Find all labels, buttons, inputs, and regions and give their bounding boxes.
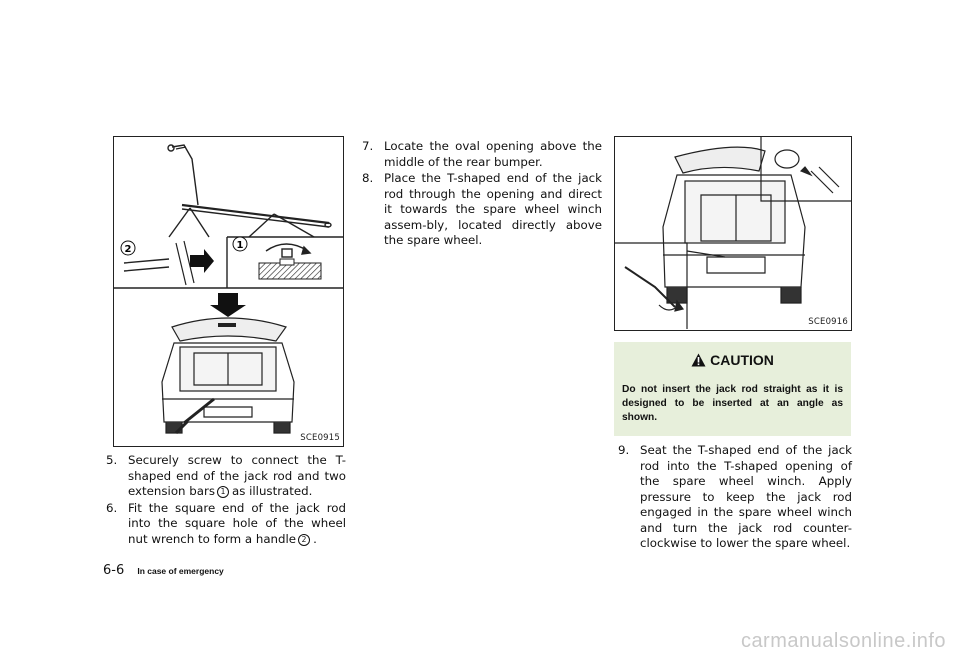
step-text: Securely screw to connect the T-shaped e… xyxy=(128,453,346,498)
jack-rod-insertion-illustration xyxy=(615,137,851,329)
step-text: Locate the oval opening above the middle… xyxy=(384,139,602,169)
steps-right: 9. Seat the T-shaped end of the jack rod… xyxy=(618,443,852,553)
jack-rod-assembly-illustration: 2 1 xyxy=(114,144,343,435)
figure-jack-rod-assembly: 2 1 SCE0915 xyxy=(113,136,344,447)
step-6: 6. Fit the square end of the jack rod in… xyxy=(106,501,346,548)
caution-text: Do not insert the jack rod straight as i… xyxy=(622,384,843,423)
figure-jack-rod-insertion: SCE0916 xyxy=(614,136,852,331)
step-9: 9. Seat the T-shaped end of the jack rod… xyxy=(618,443,852,552)
steps-left: 5. Securely screw to connect the T-shape… xyxy=(106,453,346,548)
step-7: 7. Locate the oval opening above the mid… xyxy=(362,139,602,170)
step-number: 5. xyxy=(106,453,118,467)
figure-code: SCE0916 xyxy=(808,317,848,327)
steps-middle: 7. Locate the oval opening above the mid… xyxy=(362,139,602,250)
page-number: 6-6 xyxy=(103,563,125,578)
caution-box: CAUTION Do not insert the jack rod strai… xyxy=(614,342,851,436)
page-footer: 6-6 In case of emergency xyxy=(103,559,224,578)
callout-2: 2 xyxy=(125,244,132,255)
step-number: 6. xyxy=(106,500,118,515)
step-text: Fit the square end of the jack rod into … xyxy=(128,500,346,546)
callout-1: 1 xyxy=(237,240,244,251)
step-text: Place the T-shaped end of the jack rod t… xyxy=(384,171,602,247)
ref-callout-2: 2 xyxy=(298,533,311,546)
step-number: 8. xyxy=(362,171,374,185)
figure-code: SCE0915 xyxy=(300,433,340,443)
step-5: 5. Securely screw to connect the T-shape… xyxy=(106,453,346,500)
section-title: In case of emergency xyxy=(137,566,224,576)
caution-heading: CAUTION xyxy=(710,352,774,368)
watermark: carmanualsonline.info xyxy=(740,630,946,652)
step-text-end: as illustrated. xyxy=(231,484,313,498)
warning-triangle-icon xyxy=(691,353,706,367)
step-number: 7. xyxy=(362,139,374,153)
step-number: 9. xyxy=(618,443,630,457)
ref-callout-1: 1 xyxy=(216,486,229,498)
step-8: 8. Place the T-shaped end of the jack ro… xyxy=(362,171,602,249)
step-text: Seat the T-shaped end of the jack rod in… xyxy=(640,443,852,550)
step-text-end: . xyxy=(313,531,317,546)
